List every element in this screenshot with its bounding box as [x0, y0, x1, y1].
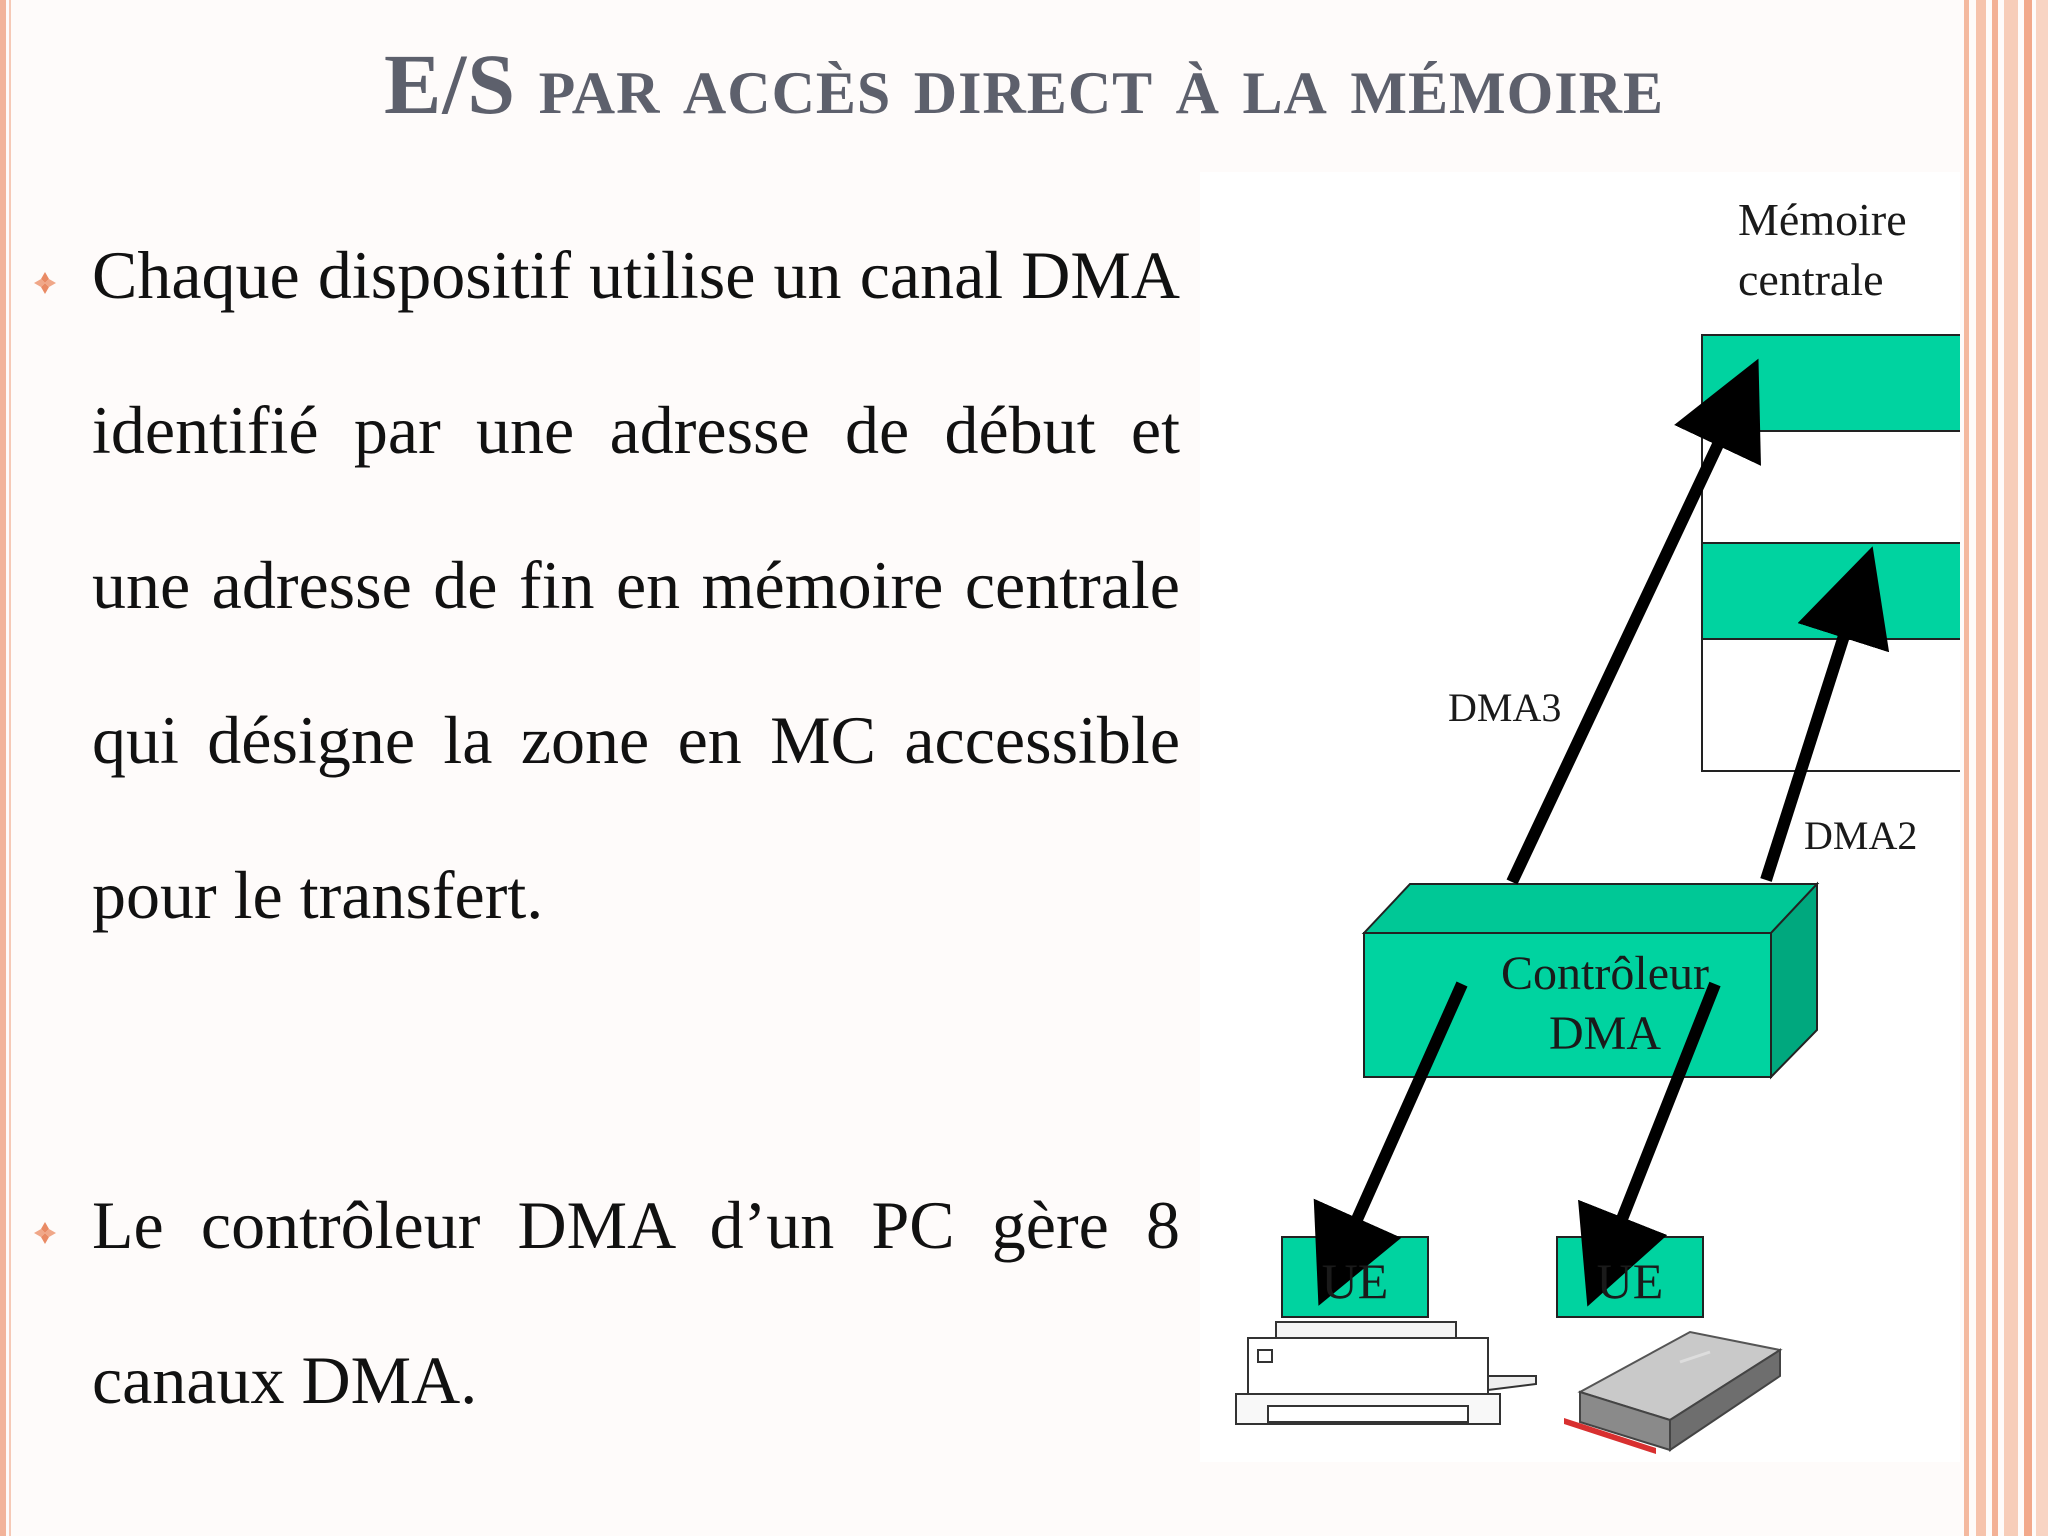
- diamond-bullet-icon: [34, 1222, 56, 1244]
- bullet-text-1: Chaque dispositif utilise un canal DMA i…: [92, 237, 1180, 933]
- right-decor-bars: [1958, 0, 2048, 1536]
- bullet-text-2: Le contrôleur DMA d’un PC gère 8 canaux …: [92, 1187, 1180, 1418]
- memory-label-line1: Mémoire: [1738, 194, 1907, 245]
- controller-label-line2: DMA: [1548, 1007, 1661, 1060]
- title-prefix: E/S: [383, 36, 517, 132]
- memory-block: [1701, 334, 1960, 772]
- arrow-dma3: [1506, 358, 1761, 885]
- memory-label-line2: centrale: [1738, 254, 1884, 305]
- disk-drive-icon: [1564, 1330, 1783, 1454]
- arrow-to-ue2: [1578, 981, 1721, 1307]
- title-rest: par accès direct à la mémoire: [538, 36, 1665, 132]
- dma-diagram: Mémoire centrale DMA3 DMA2 Contrôleur DM…: [1200, 172, 1960, 1462]
- memory-label: Mémoire centrale: [1738, 190, 1907, 310]
- dma3-label: DMA3: [1448, 685, 1562, 730]
- arrow-dma2: [1760, 546, 1890, 882]
- ue-label-1: UE: [1321, 1253, 1389, 1309]
- printer-icon: [1235, 1321, 1537, 1425]
- diagram-graphics: [1235, 334, 1960, 1454]
- dma2-label: DMA2: [1804, 813, 1918, 858]
- arrow-to-ue1: [1313, 981, 1468, 1306]
- diamond-bullet-icon: [34, 272, 56, 294]
- controller-label-line1: Contrôleur: [1501, 947, 1709, 1000]
- slide-title: E/S par accès direct à la mémoire: [0, 34, 2048, 134]
- controller-label: Contrôleur DMA: [1464, 944, 1746, 1064]
- left-border-stripe: [0, 0, 6, 1536]
- ue-label-2: UE: [1596, 1253, 1664, 1309]
- left-border-stripe-inner: [9, 0, 11, 1536]
